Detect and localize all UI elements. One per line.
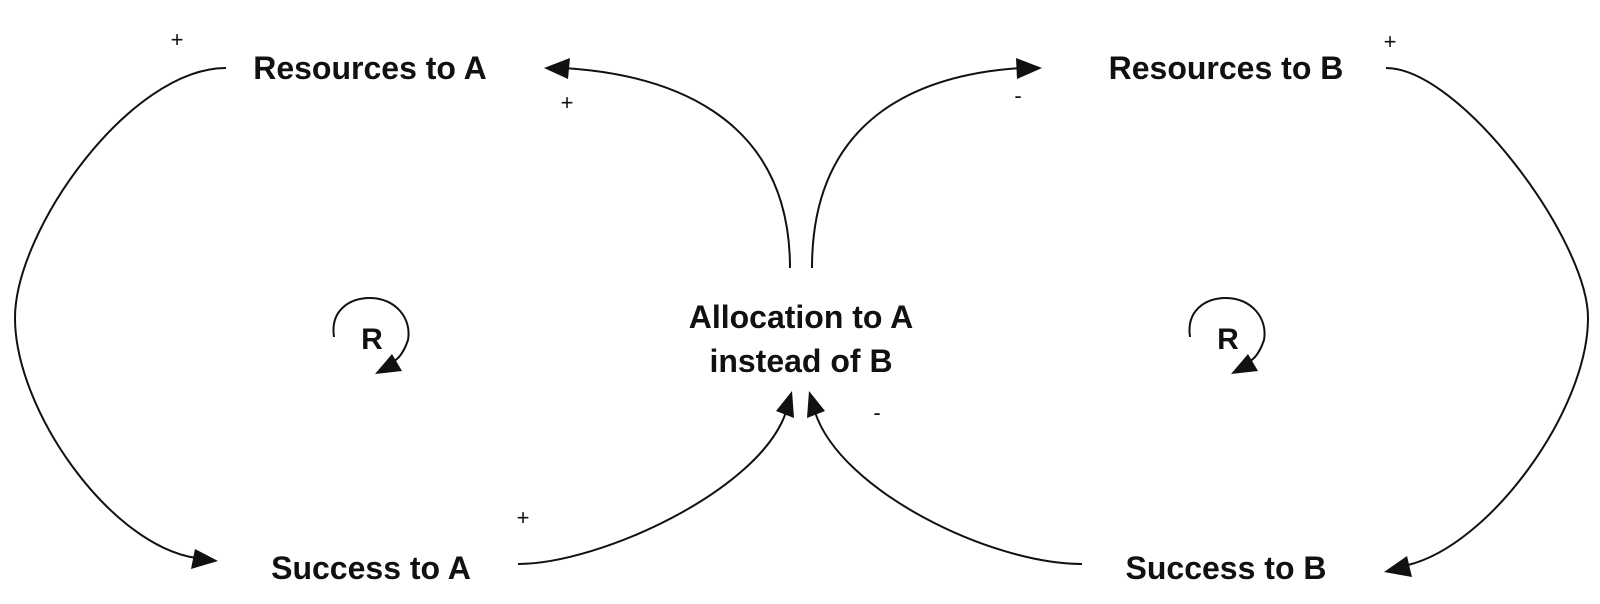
arrowhead-allocation-from-b: [807, 391, 825, 418]
link-success-b-to-allocation: [814, 411, 1083, 565]
link-resources-a-to-success-a: [13, 67, 227, 559]
node-allocation-line1: Allocation to A: [689, 299, 914, 335]
loop-arrow-right: [1188, 296, 1266, 363]
loop-arrowhead-right: [1231, 354, 1258, 374]
node-success-b: Success to B: [1126, 550, 1327, 586]
polarity-resources-b-to-success-b: +: [1384, 29, 1397, 54]
link-allocation-to-resources-b: [811, 67, 1021, 269]
link-allocation-to-resources-a: [563, 67, 791, 269]
arrowhead-resources-b: [1016, 58, 1042, 79]
node-success-a: Success to A: [271, 550, 471, 586]
node-resources-b: Resources to B: [1109, 50, 1344, 86]
polarity-resources-a-to-success-a: +: [171, 27, 184, 52]
node-allocation-line2: instead of B: [709, 343, 892, 379]
loop-label-left: R: [361, 323, 383, 356]
loop-arrowhead-left: [375, 354, 402, 374]
polarity-allocation-to-resources-a: +: [561, 90, 574, 115]
polarity-success-b-to-allocation: -: [873, 400, 880, 425]
arrowhead-success-a: [191, 549, 218, 569]
arrowhead-resources-a: [544, 58, 570, 79]
polarity-allocation-to-resources-b: -: [1014, 83, 1021, 108]
link-resources-b-to-success-b: [1385, 67, 1590, 566]
node-resources-a: Resources to A: [253, 50, 487, 86]
loop-label-right: R: [1217, 323, 1239, 356]
loop-arrow-left: [332, 296, 410, 363]
link-success-a-to-allocation: [517, 411, 787, 565]
polarity-success-a-to-allocation: +: [517, 505, 530, 530]
arrowhead-success-b: [1384, 556, 1412, 577]
arrowhead-allocation-from-a: [776, 391, 794, 418]
